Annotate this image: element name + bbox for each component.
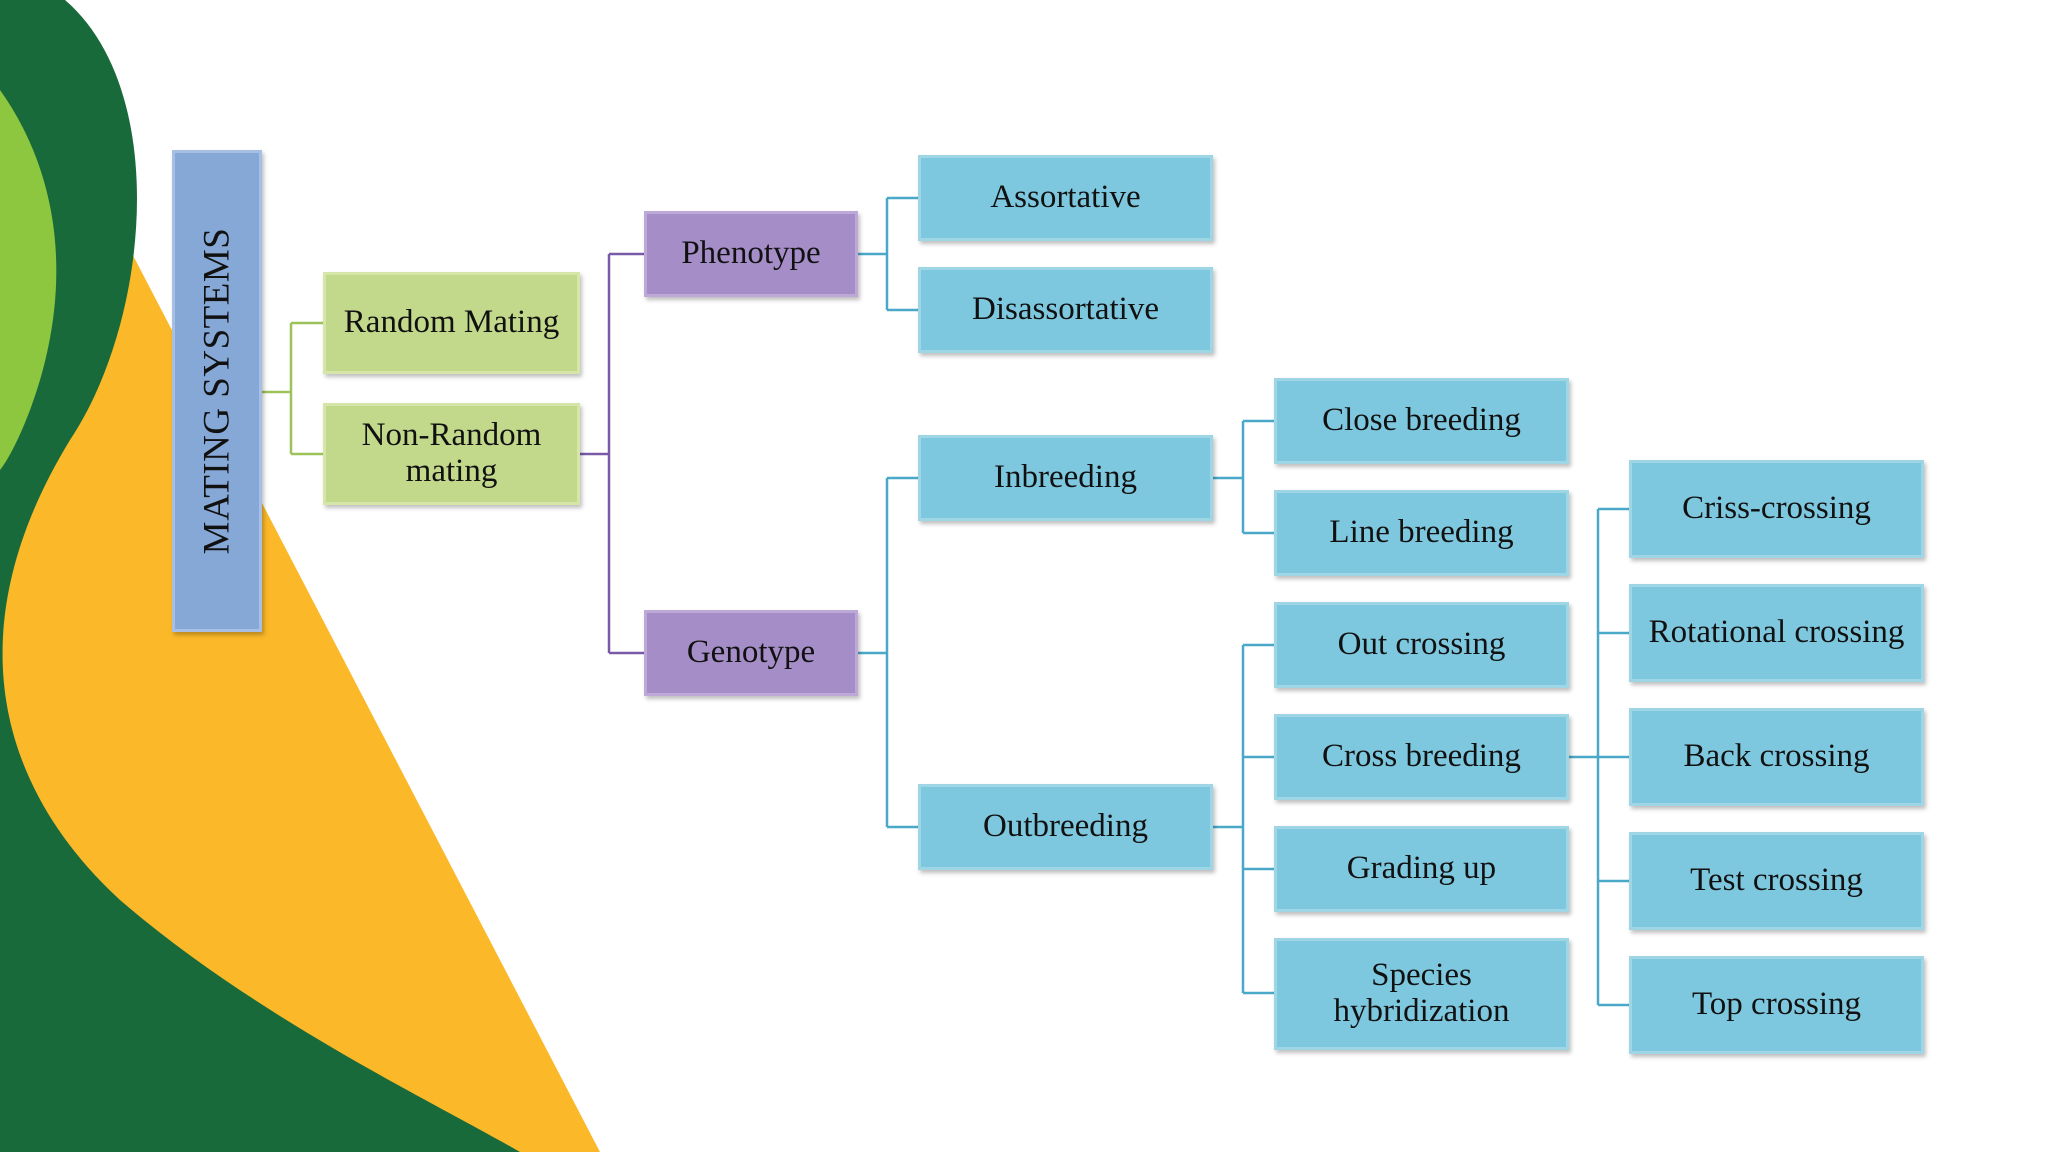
- node-disassortative: Disassortative: [918, 267, 1213, 353]
- node-close-breeding: Close breeding: [1274, 378, 1569, 464]
- node-label: Test crossing: [1690, 862, 1863, 899]
- connector-inbreeding: [1213, 419, 1274, 535]
- connector-genotype: [858, 476, 918, 829]
- node-line-breeding: Line breeding: [1274, 490, 1569, 576]
- node-label: Out crossing: [1337, 626, 1506, 663]
- node-label: Outbreeding: [983, 808, 1148, 845]
- node-label: Line breeding: [1329, 514, 1514, 551]
- node-label: Species hybridization: [1333, 957, 1510, 1029]
- node-label: MATING SYSTEMS: [196, 227, 238, 555]
- node-label: Phenotype: [681, 235, 821, 272]
- node-label: Criss-crossing: [1682, 490, 1871, 527]
- node-inbreeding: Inbreeding: [918, 435, 1213, 521]
- node-label: Inbreeding: [994, 459, 1137, 496]
- node-random-mating: Random Mating: [323, 272, 580, 374]
- node-cross-breeding: Cross breeding: [1274, 714, 1569, 800]
- node-grading-up: Grading up: [1274, 826, 1569, 912]
- node-label: Back crossing: [1683, 738, 1870, 775]
- connector-cross-breeding: [1569, 507, 1629, 1007]
- node-test-crossing: Test crossing: [1629, 832, 1924, 930]
- node-non-random-mating: Non-Random mating: [323, 403, 580, 505]
- node-label: Grading up: [1346, 850, 1497, 887]
- node-label: Rotational crossing: [1648, 614, 1905, 651]
- node-species-hybridization: Species hybridization: [1274, 938, 1569, 1050]
- node-back-crossing: Back crossing: [1629, 708, 1924, 806]
- node-assortative: Assortative: [918, 155, 1213, 241]
- node-outbreeding: Outbreeding: [918, 784, 1213, 870]
- light-green-swoosh: [0, 90, 57, 470]
- yellow-swoosh: [0, 0, 600, 1152]
- node-label: Non-Random mating: [361, 417, 542, 489]
- connector-nonrandom-level2: [580, 252, 644, 655]
- connector-phenotype: [858, 196, 918, 312]
- node-genotype: Genotype: [644, 610, 858, 696]
- node-label: Genotype: [686, 634, 816, 671]
- node-label: Cross breeding: [1322, 738, 1521, 775]
- connector-root-level1: [262, 321, 323, 456]
- node-mating-systems: MATING SYSTEMS: [172, 150, 262, 632]
- node-label: Top crossing: [1691, 986, 1862, 1023]
- node-label: Assortative: [990, 179, 1141, 216]
- connector-outbreeding: [1213, 643, 1274, 995]
- node-phenotype: Phenotype: [644, 211, 858, 297]
- node-top-crossing: Top crossing: [1629, 956, 1924, 1054]
- dark-green-swoosh: [0, 0, 520, 1152]
- node-criss-crossing: Criss-crossing: [1629, 460, 1924, 558]
- node-label: Disassortative: [972, 291, 1159, 328]
- node-label: Random Mating: [343, 304, 560, 341]
- node-out-crossing: Out crossing: [1274, 602, 1569, 688]
- node-rotational-crossing: Rotational crossing: [1629, 584, 1924, 682]
- node-label: Close breeding: [1322, 402, 1521, 439]
